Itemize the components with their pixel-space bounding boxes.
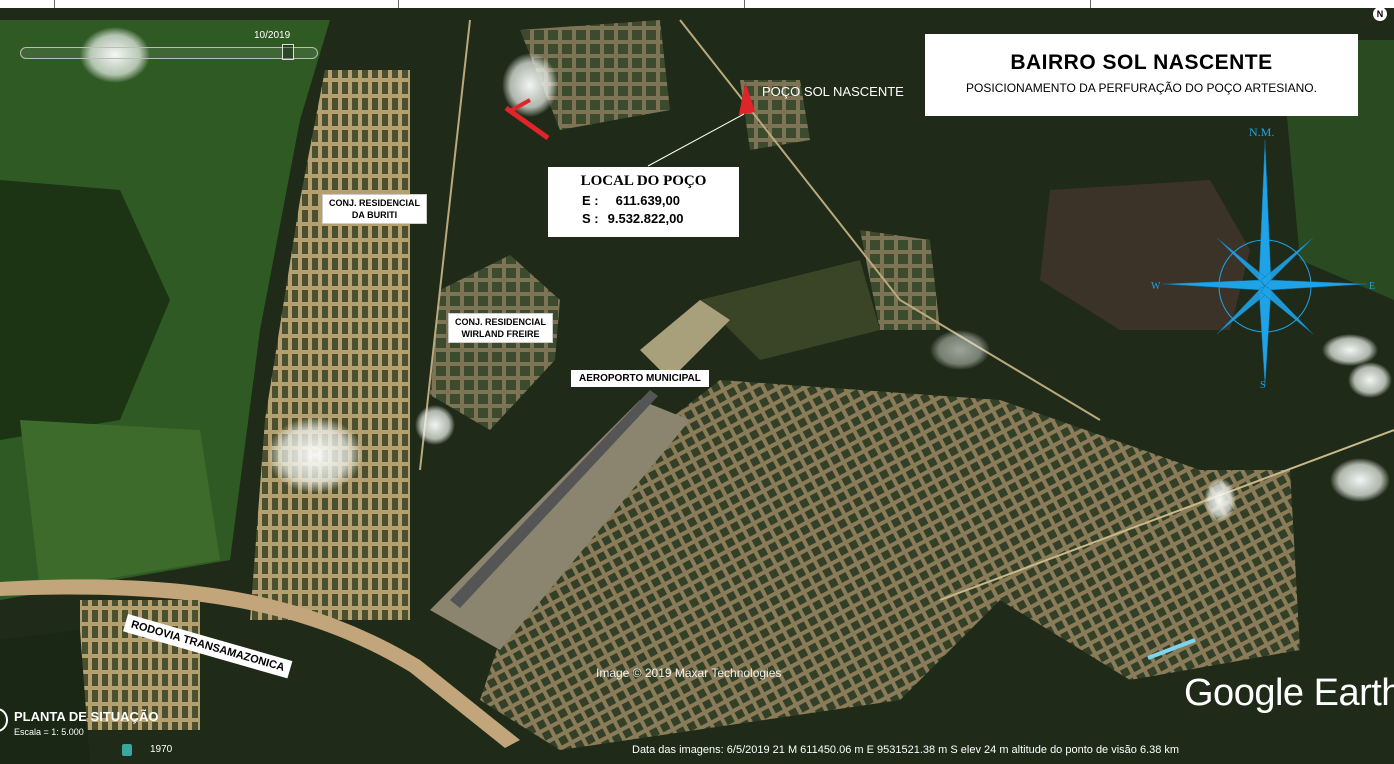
historical-imagery-slider[interactable]: 10/2019 [20,30,320,60]
compass-rose: N.M. S W E [1151,125,1375,390]
site-plan-scale: Escala = 1: 5.000 [14,727,84,737]
northing-value: 9.532.822,00 [607,211,684,226]
slider-track[interactable] [20,47,318,59]
north-button[interactable]: N [1373,7,1387,21]
slider-date: 10/2019 [254,30,291,41]
imagery-credit: Image © 2019 Maxar Technologies [596,666,782,680]
well-box-title: LOCAL DO POÇO [580,173,707,189]
label-airport: AEROPORTO MUNICIPAL [571,370,709,387]
status-bar: Data das imagens: 6/5/2019 21 M 611450.0… [632,744,1180,756]
year-badge-icon [122,744,132,756]
label-conj-wirland-freire: CONJ. RESIDENCIAL WIRLAND FREIRE [448,313,554,343]
slider-handle[interactable] [282,44,294,60]
compass-south-label: S [1260,380,1266,390]
well-location-box: LOCAL DO POÇO E : 611.639,00 S : 9.532.8… [548,167,739,237]
easting-label: E : [582,193,599,208]
map-title-box: BAIRRO SOL NASCENTE POSICIONAMENTO DA PE… [925,34,1358,116]
year-marker: 1970 [118,742,178,758]
northing-label: S : [582,211,599,226]
compass-west-label: W [1151,281,1161,292]
google-earth-logo: Google Earth [1184,672,1394,714]
label-conj-buriti: CONJ. RESIDENCIAL DA BURITI [322,194,428,224]
compass-north-label: N.M. [1249,125,1274,139]
compass-east-label: E [1369,281,1375,292]
sheet-frame-top [0,0,1394,8]
map-subtitle: POSICIONAMENTO DA PERFURAÇÃO DO POÇO ART… [966,81,1317,95]
year-label: 1970 [150,744,173,755]
map-title: BAIRRO SOL NASCENTE [1010,51,1273,74]
easting-value: 611.639,00 [615,193,680,208]
well-marker-label: POÇO SOL NASCENTE [762,84,904,99]
site-plan-title: PLANTA DE SITUAÇÃO [14,709,159,724]
